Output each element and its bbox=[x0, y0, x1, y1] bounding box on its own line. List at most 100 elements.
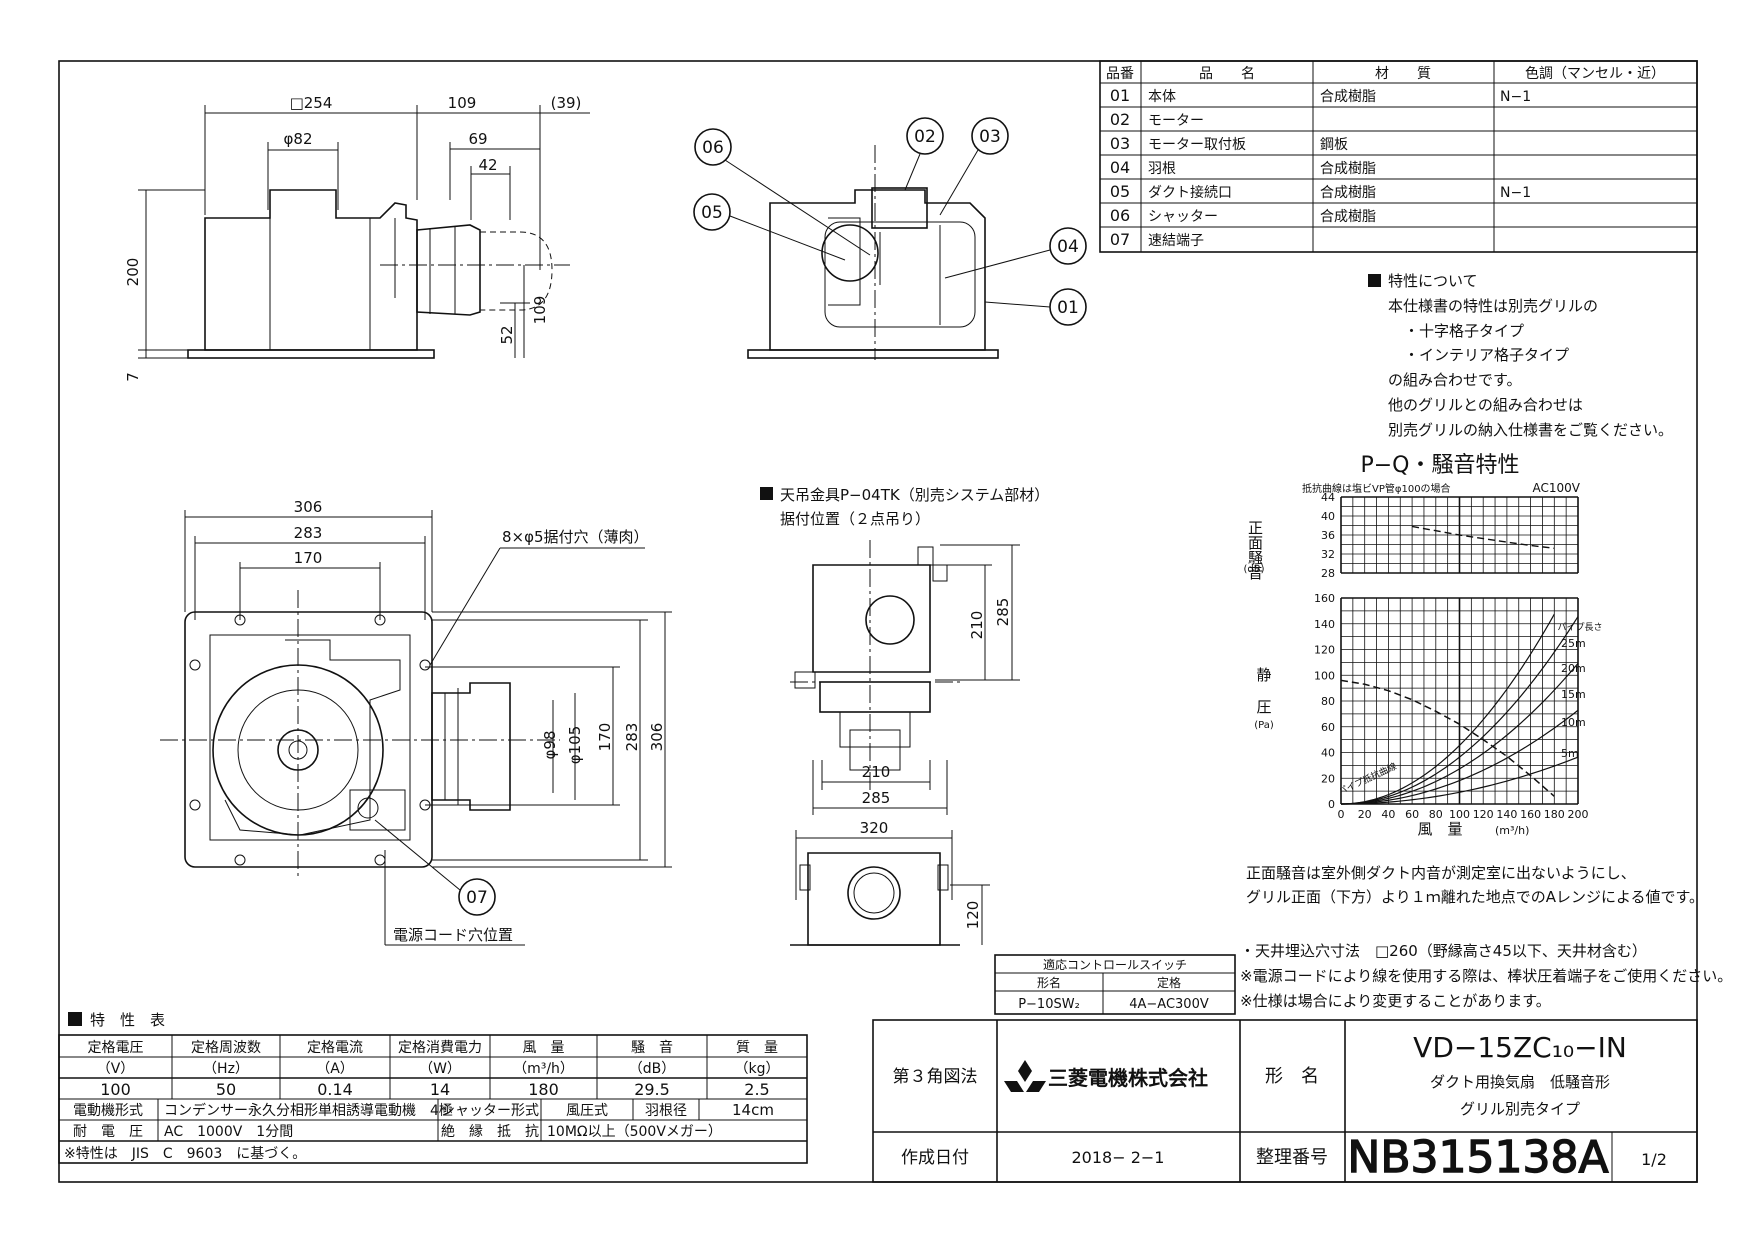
spec-value: 29.5 bbox=[634, 1080, 670, 1099]
dim-306v: 306 bbox=[648, 723, 666, 752]
dim-210h: 210 bbox=[862, 763, 891, 781]
dim-holes: 8×φ5据付穴（薄肉） bbox=[502, 528, 649, 546]
pipe-length-label: パイプ長さ bbox=[1557, 622, 1602, 633]
dim-69: 69 bbox=[468, 130, 487, 148]
char-line: 他のグリルとの組み合わせは bbox=[1388, 396, 1583, 414]
spec-value: 100 bbox=[100, 1080, 131, 1099]
dim-285v: 285 bbox=[994, 598, 1012, 627]
resistance-curve bbox=[1340, 709, 1579, 805]
svg-text:04: 04 bbox=[1057, 237, 1079, 257]
parts-cell: 02 bbox=[1110, 110, 1130, 129]
dim-52: 52 bbox=[498, 325, 516, 344]
parts-cell: 本体 bbox=[1148, 89, 1176, 105]
callout-07: 07 bbox=[466, 888, 488, 908]
spec-header: 騒 音 bbox=[631, 1039, 673, 1056]
install-note-3: ※仕様は場合により変更することがあります。 bbox=[1240, 992, 1551, 1010]
blade-value: 14cm bbox=[732, 1101, 774, 1119]
ref-number: NB315138A bbox=[1347, 1132, 1608, 1183]
dim-105: φ105 bbox=[566, 726, 584, 765]
dim-283: 283 bbox=[294, 524, 323, 542]
parts-cell: モーター取付板 bbox=[1148, 137, 1246, 153]
parts-header-no: 品番 bbox=[1106, 66, 1134, 82]
resistance-label: 15m bbox=[1561, 688, 1586, 701]
callout-01: 01 bbox=[984, 288, 1087, 326]
spec-header: 定格電圧 bbox=[88, 1040, 144, 1056]
char-line: ・インテリア格子タイプ bbox=[1404, 346, 1569, 364]
resistance-label: 10m bbox=[1561, 716, 1586, 729]
svg-text:01: 01 bbox=[1057, 298, 1079, 318]
pressure-ytick: 60 bbox=[1321, 721, 1335, 734]
noise-note-1: 正面騒音は室外側ダクト内音が測定室に出ないようにし、 bbox=[1246, 864, 1636, 882]
parts-cell: 03 bbox=[1110, 134, 1130, 153]
pressure-ytick: 20 bbox=[1321, 772, 1335, 785]
parts-cell: 合成樹脂 bbox=[1320, 209, 1376, 225]
resistance-curve bbox=[1340, 616, 1579, 805]
blade-label: 羽根径 bbox=[645, 1103, 687, 1119]
noise-ylabel: 正面騒音 bbox=[1246, 520, 1264, 580]
char-line: 本仕様書の特性は別売グリルの bbox=[1388, 297, 1598, 315]
dim-210v: 210 bbox=[968, 611, 986, 640]
chart-title: P−Q・騒音特性 bbox=[1360, 453, 1519, 478]
shutter-value: 風圧式 bbox=[566, 1103, 608, 1119]
parts-cell: 合成樹脂 bbox=[1320, 185, 1376, 201]
chart-xtick: 40 bbox=[1381, 808, 1395, 821]
pressure-yunit: (Pa) bbox=[1254, 720, 1274, 731]
withstand-value: AC 1000V 1分間 bbox=[164, 1124, 293, 1140]
svg-text:06: 06 bbox=[702, 138, 724, 158]
bullet-square bbox=[760, 487, 773, 500]
company-name: 三菱電機株式会社 bbox=[1048, 1066, 1208, 1090]
spec-unit: （V） bbox=[97, 1061, 135, 1077]
spec-unit: （Hz） bbox=[203, 1061, 249, 1077]
chart-voltage: AC100V bbox=[1533, 481, 1581, 495]
chart-xtick: 200 bbox=[1568, 808, 1589, 821]
pressure-ytick: 140 bbox=[1314, 618, 1335, 631]
bullet-square bbox=[68, 1012, 82, 1026]
parts-header-material: 材 質 bbox=[1375, 66, 1431, 82]
noise-yunit: (dB) bbox=[1243, 564, 1264, 575]
dim-42: 42 bbox=[478, 156, 497, 174]
spec-unit: （dB） bbox=[629, 1061, 676, 1077]
dim-7: 7 bbox=[124, 372, 142, 382]
hanger-note-2: 据付位置（２点吊り） bbox=[780, 510, 930, 528]
dim-170: 170 bbox=[294, 549, 323, 567]
bullet-square bbox=[1368, 274, 1381, 287]
chart-xtick: 80 bbox=[1429, 808, 1443, 821]
noise-ytick: 28 bbox=[1321, 567, 1335, 580]
spec-header: 定格消費電力 bbox=[398, 1040, 482, 1056]
pressure-ylabel-top: 静 bbox=[1256, 666, 1271, 684]
spec-header: 質 量 bbox=[736, 1040, 778, 1056]
dim-109-top: 109 bbox=[448, 94, 477, 112]
spec-value: 2.5 bbox=[744, 1080, 769, 1099]
spec-value: 0.14 bbox=[317, 1080, 353, 1099]
spec-value: 180 bbox=[528, 1080, 559, 1099]
install-note-2: ※電源コードにより線を使用する際は、棒状圧着端子をご使用ください。 bbox=[1240, 967, 1732, 985]
parts-header-color: 色調（マンセル・近） bbox=[1525, 65, 1665, 82]
svg-text:05: 05 bbox=[701, 203, 723, 223]
callout-04: 04 bbox=[944, 227, 1087, 279]
svg-text:02: 02 bbox=[914, 127, 936, 147]
switch-model: P−10SW₂ bbox=[1018, 997, 1080, 1012]
switch-rating: 4A−AC300V bbox=[1129, 997, 1209, 1012]
parts-cell: ダクト接続口 bbox=[1148, 184, 1232, 201]
resistance-label: 25m bbox=[1561, 637, 1586, 650]
callout-06: 06 bbox=[694, 128, 871, 256]
dim-306: 306 bbox=[294, 498, 323, 516]
spec-value: 14 bbox=[430, 1080, 450, 1099]
char-line: 別売グリルの納入仕様書をご覧ください。 bbox=[1388, 421, 1673, 439]
hanger-note-1: 天吊金具P−04TK（別売システム部材） bbox=[780, 486, 1049, 504]
date-value: 2018− 2−1 bbox=[1072, 1148, 1165, 1167]
char-line: の組み合わせです。 bbox=[1388, 371, 1522, 389]
callout-02: 02 bbox=[904, 117, 944, 191]
pressure-ytick: 0 bbox=[1328, 798, 1335, 811]
chart-xunit: (m³/h) bbox=[1495, 824, 1529, 837]
parts-cell: 速結端子 bbox=[1148, 233, 1204, 249]
hanger-views: 天吊金具P−04TK（別売システム部材） 据付位置（２点吊り） 210 285 … bbox=[760, 486, 1049, 946]
resistance-label: 5m bbox=[1561, 747, 1579, 760]
chart-xtick: 60 bbox=[1405, 808, 1419, 821]
parts-cell: N−1 bbox=[1500, 185, 1531, 201]
dim-120: 120 bbox=[964, 901, 982, 930]
model-desc-1: ダクト用換気扇 低騒音形 bbox=[1430, 1073, 1610, 1091]
pressure-ytick: 80 bbox=[1321, 695, 1335, 708]
parts-cell: 04 bbox=[1110, 158, 1130, 177]
pq-noise-chart: P−Q・騒音特性 抵抗曲線は塩ビVP管φ100の場合 AC100V 283236… bbox=[1243, 453, 1602, 838]
